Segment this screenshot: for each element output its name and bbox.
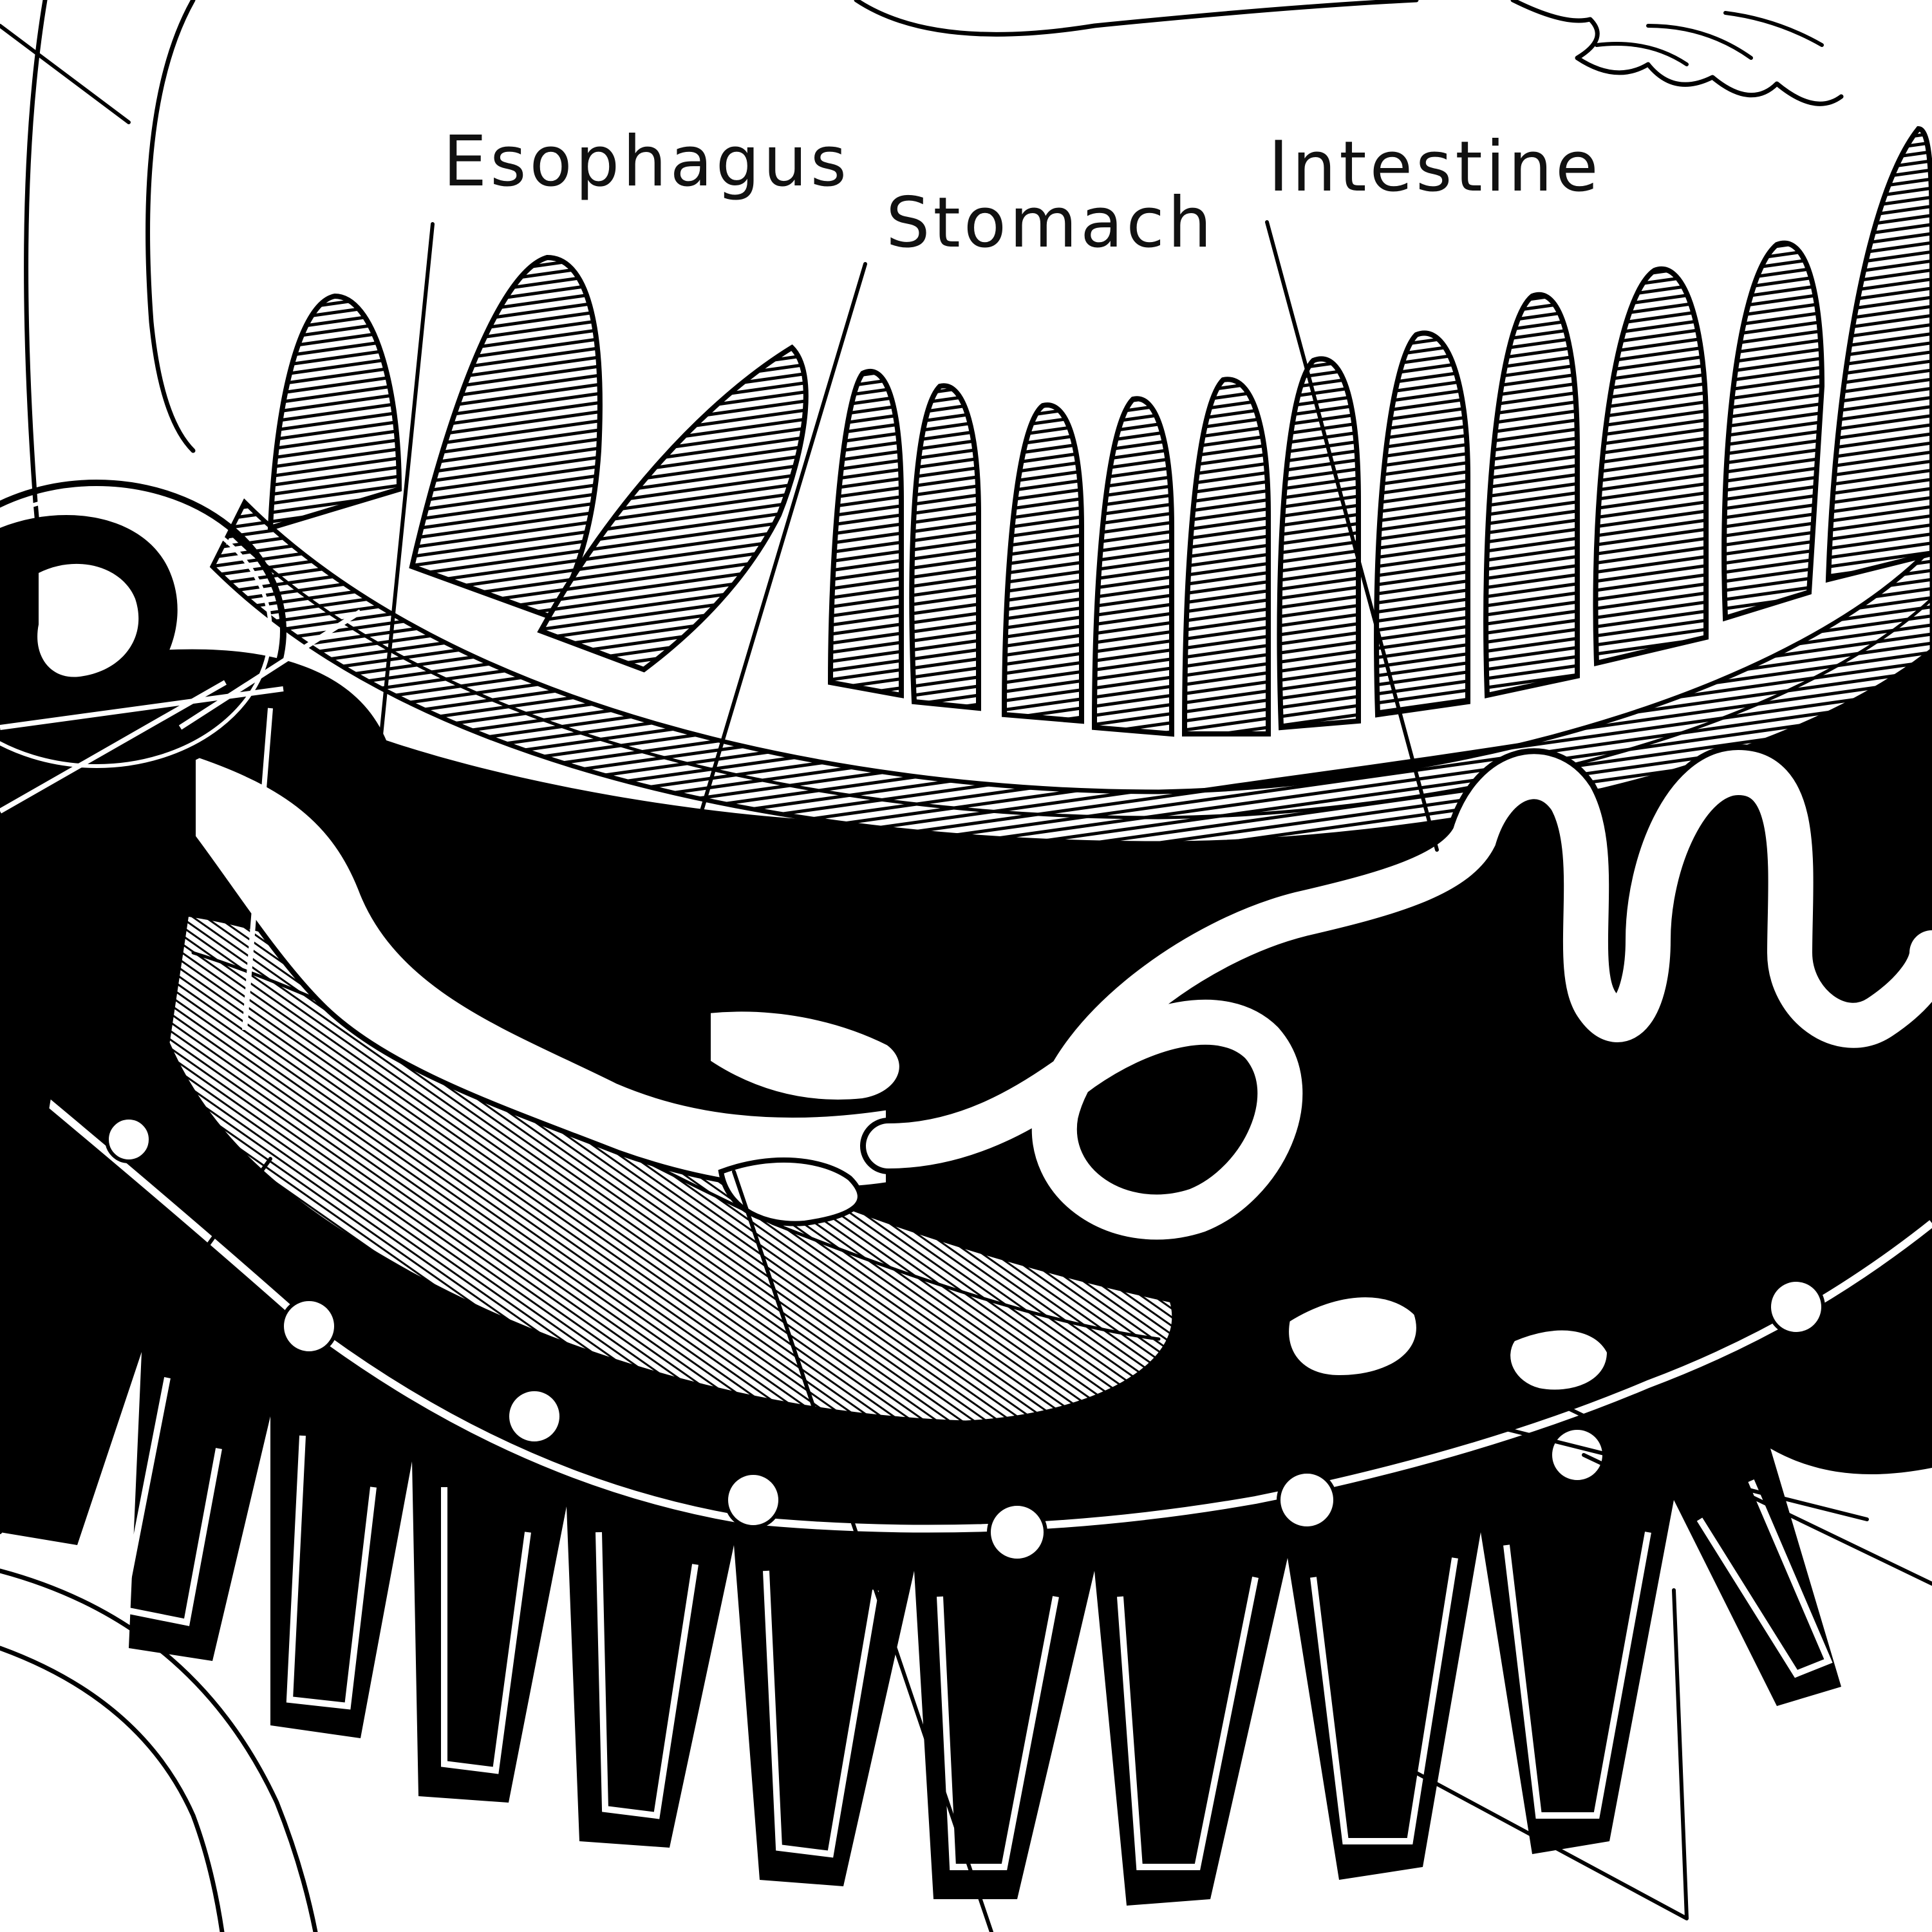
intestine-label: Intestine (1268, 127, 1602, 207)
intestine-leader (1265, 220, 1439, 852)
ganglion-nodes (105, 1116, 1825, 1562)
lower-leader-2 (1350, 1389, 1869, 1521)
left-leader-3 (0, 771, 195, 1006)
tentacle-row (267, 126, 1932, 737)
lower-leader-3 (1556, 1402, 1932, 1586)
nerve-ring (0, 480, 362, 1031)
left-leader-1 (0, 24, 131, 124)
esophagus-label: Esophagus (443, 122, 850, 202)
esophagus-leader (364, 222, 435, 890)
stomach-label: Stomach (886, 183, 1215, 263)
left-leader-2 (0, 1157, 272, 1534)
lower-leader-4 (1350, 1588, 1689, 1920)
stomach-leader (642, 262, 867, 1006)
leader-lines (0, 24, 1932, 1932)
lower-leader-5 (1582, 1453, 1708, 1515)
lower-leader-1 (732, 1170, 993, 1932)
